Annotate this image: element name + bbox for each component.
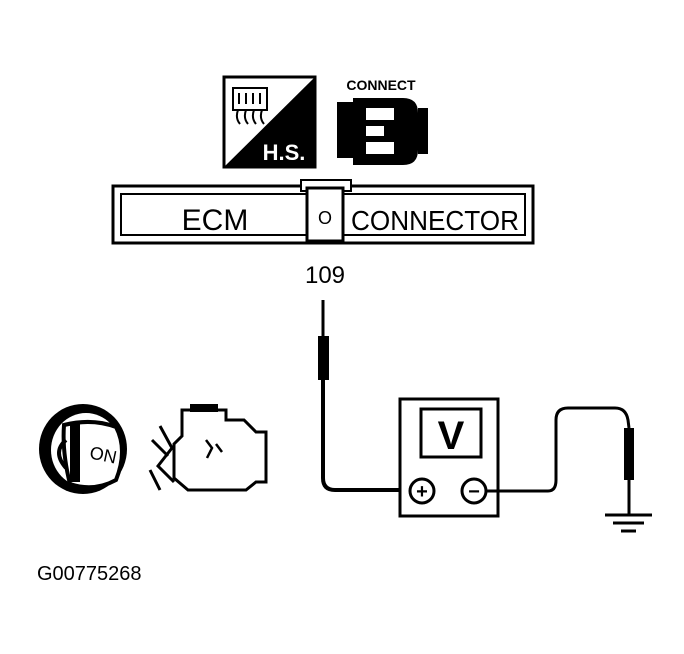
ground-symbol-icon <box>605 513 652 533</box>
connector-plug-icon <box>232 87 268 125</box>
positive-terminal: + <box>408 477 436 505</box>
ecm-label: ECM <box>182 204 249 237</box>
connector-pin-mark: O <box>318 208 332 228</box>
engine-icon <box>148 404 268 492</box>
ignition-switch-icon: ON <box>39 404 127 494</box>
positive-probe <box>318 300 414 492</box>
voltmeter: V + − <box>398 397 500 518</box>
ecm-connector-block: ECM O CONNECTOR <box>111 179 535 245</box>
harness-side-icon: H.S. <box>222 75 317 169</box>
positive-lead-wire <box>321 380 414 492</box>
ground-probe <box>486 406 652 533</box>
connector-label: CONNECTOR <box>351 205 519 236</box>
positive-terminal-label: + <box>416 481 428 503</box>
hs-label: H.S. <box>263 140 306 165</box>
connect-label: CONNECT <box>346 77 416 93</box>
figure-id: G00775268 <box>37 563 142 585</box>
connect-icon: CONNECT <box>337 77 428 165</box>
vibration-lines <box>148 425 176 491</box>
voltmeter-label: V <box>438 414 465 458</box>
negative-terminal-label: − <box>468 481 480 503</box>
pin-number: 109 <box>305 262 345 289</box>
negative-terminal: − <box>460 477 488 505</box>
negative-lead-wire <box>486 406 631 493</box>
